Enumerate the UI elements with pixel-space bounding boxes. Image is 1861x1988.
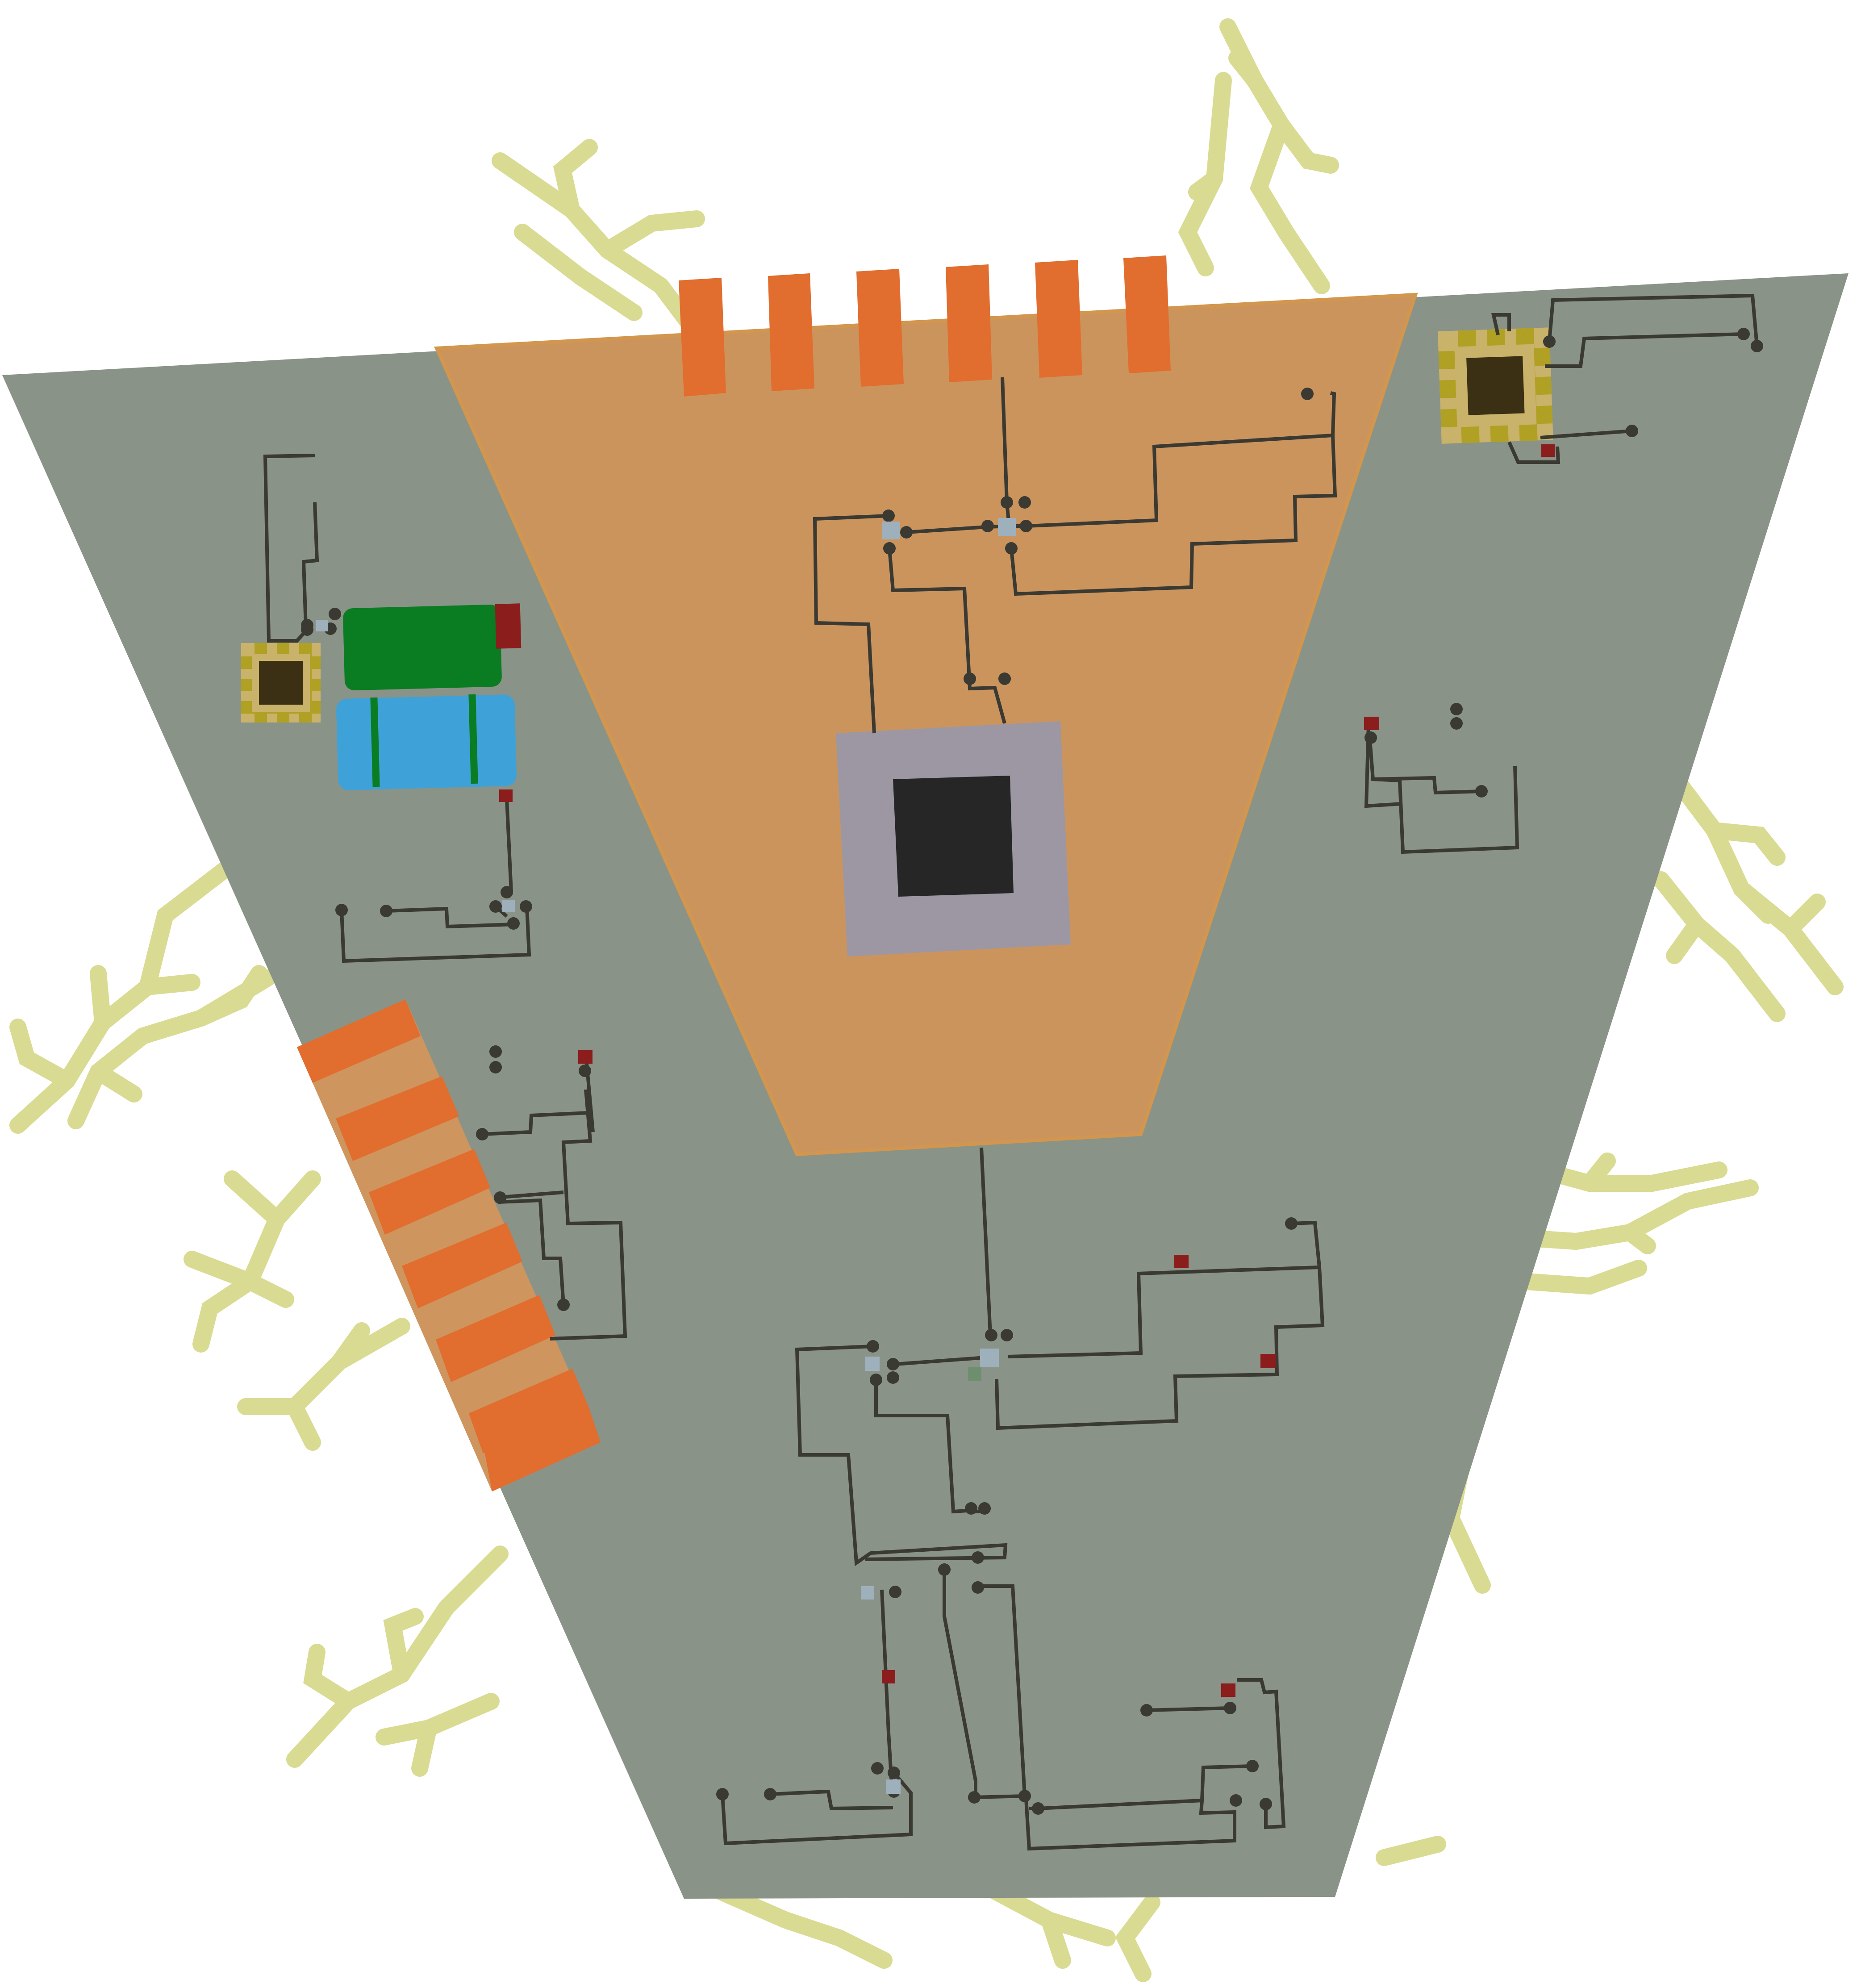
via-dot [998,672,1011,685]
via-dot [964,672,976,685]
via-dot [1260,1798,1272,1810]
via-dot [1364,731,1377,744]
via-dot [1001,1329,1013,1341]
via-dot [883,542,896,555]
via-dot [476,1128,488,1140]
via-dot [900,526,913,539]
via-dot [1005,542,1018,555]
via-dot [870,1374,882,1386]
via-dot [889,1586,901,1598]
via-dot [968,1791,981,1804]
via-dot [764,1788,776,1800]
via-dot [965,1502,977,1515]
via-dot [1001,496,1013,509]
via-dots [301,328,1763,1815]
via-dot [380,905,392,917]
via-dot [329,608,341,620]
via-dot [972,1551,984,1564]
via-dot [1450,703,1463,715]
connector-pad [946,264,992,382]
via-dot [716,1788,729,1800]
qfn-chip-icon [241,643,321,723]
smd-pads [316,518,1016,1794]
resistor-icon [297,999,601,1491]
via-dot [1475,785,1488,798]
via-dot [579,1065,591,1077]
connector-pad [679,278,726,397]
via-dot [1018,496,1031,509]
via-dot [520,900,532,913]
copper-zone [434,292,1418,1157]
via-dot [489,1045,502,1058]
via-dot [978,1502,991,1515]
via-dot [335,904,348,916]
via-dot [985,1329,997,1341]
connector-pad [856,269,904,387]
connector-pad [1123,255,1171,373]
via-dot [882,510,895,522]
via-dot [1751,340,1763,352]
via-dot [1018,1790,1031,1802]
via-dot [1230,1794,1242,1807]
via-dot [981,520,994,532]
via-dot [501,886,513,898]
via-dot [887,1371,899,1384]
via-dot [557,1299,570,1311]
via-dot [1140,1704,1153,1717]
via-dot [489,1061,502,1073]
via-dot [938,1563,951,1576]
via-dot [1246,1760,1259,1772]
via-dot [1543,335,1556,348]
via-dot [507,917,520,930]
crack-icon [9,18,1844,1982]
via-dot [1285,1217,1298,1230]
via-dot [1032,1802,1044,1815]
via-dot [489,900,502,913]
connector-pad [1035,260,1082,378]
connector-pad [768,273,814,391]
via-dot [1020,520,1032,532]
via-dot [887,1358,899,1370]
microchip-icon [836,721,1071,956]
via-dot [301,623,313,636]
via-dot [494,1191,506,1204]
via-dot [1450,717,1463,730]
via-dot [871,1762,884,1775]
edge-connector-pads [679,255,1171,397]
via-dot [1626,425,1638,437]
red-test-markers [499,444,1555,1697]
via-dot [867,1340,879,1353]
via-dot [888,1767,900,1779]
via-dot [1224,1702,1236,1714]
via-dot [1301,388,1314,400]
via-dot [972,1581,984,1594]
qfn-chip-icon [1438,327,1553,444]
via-dot [1737,328,1750,340]
capacitor-icon [336,603,522,790]
